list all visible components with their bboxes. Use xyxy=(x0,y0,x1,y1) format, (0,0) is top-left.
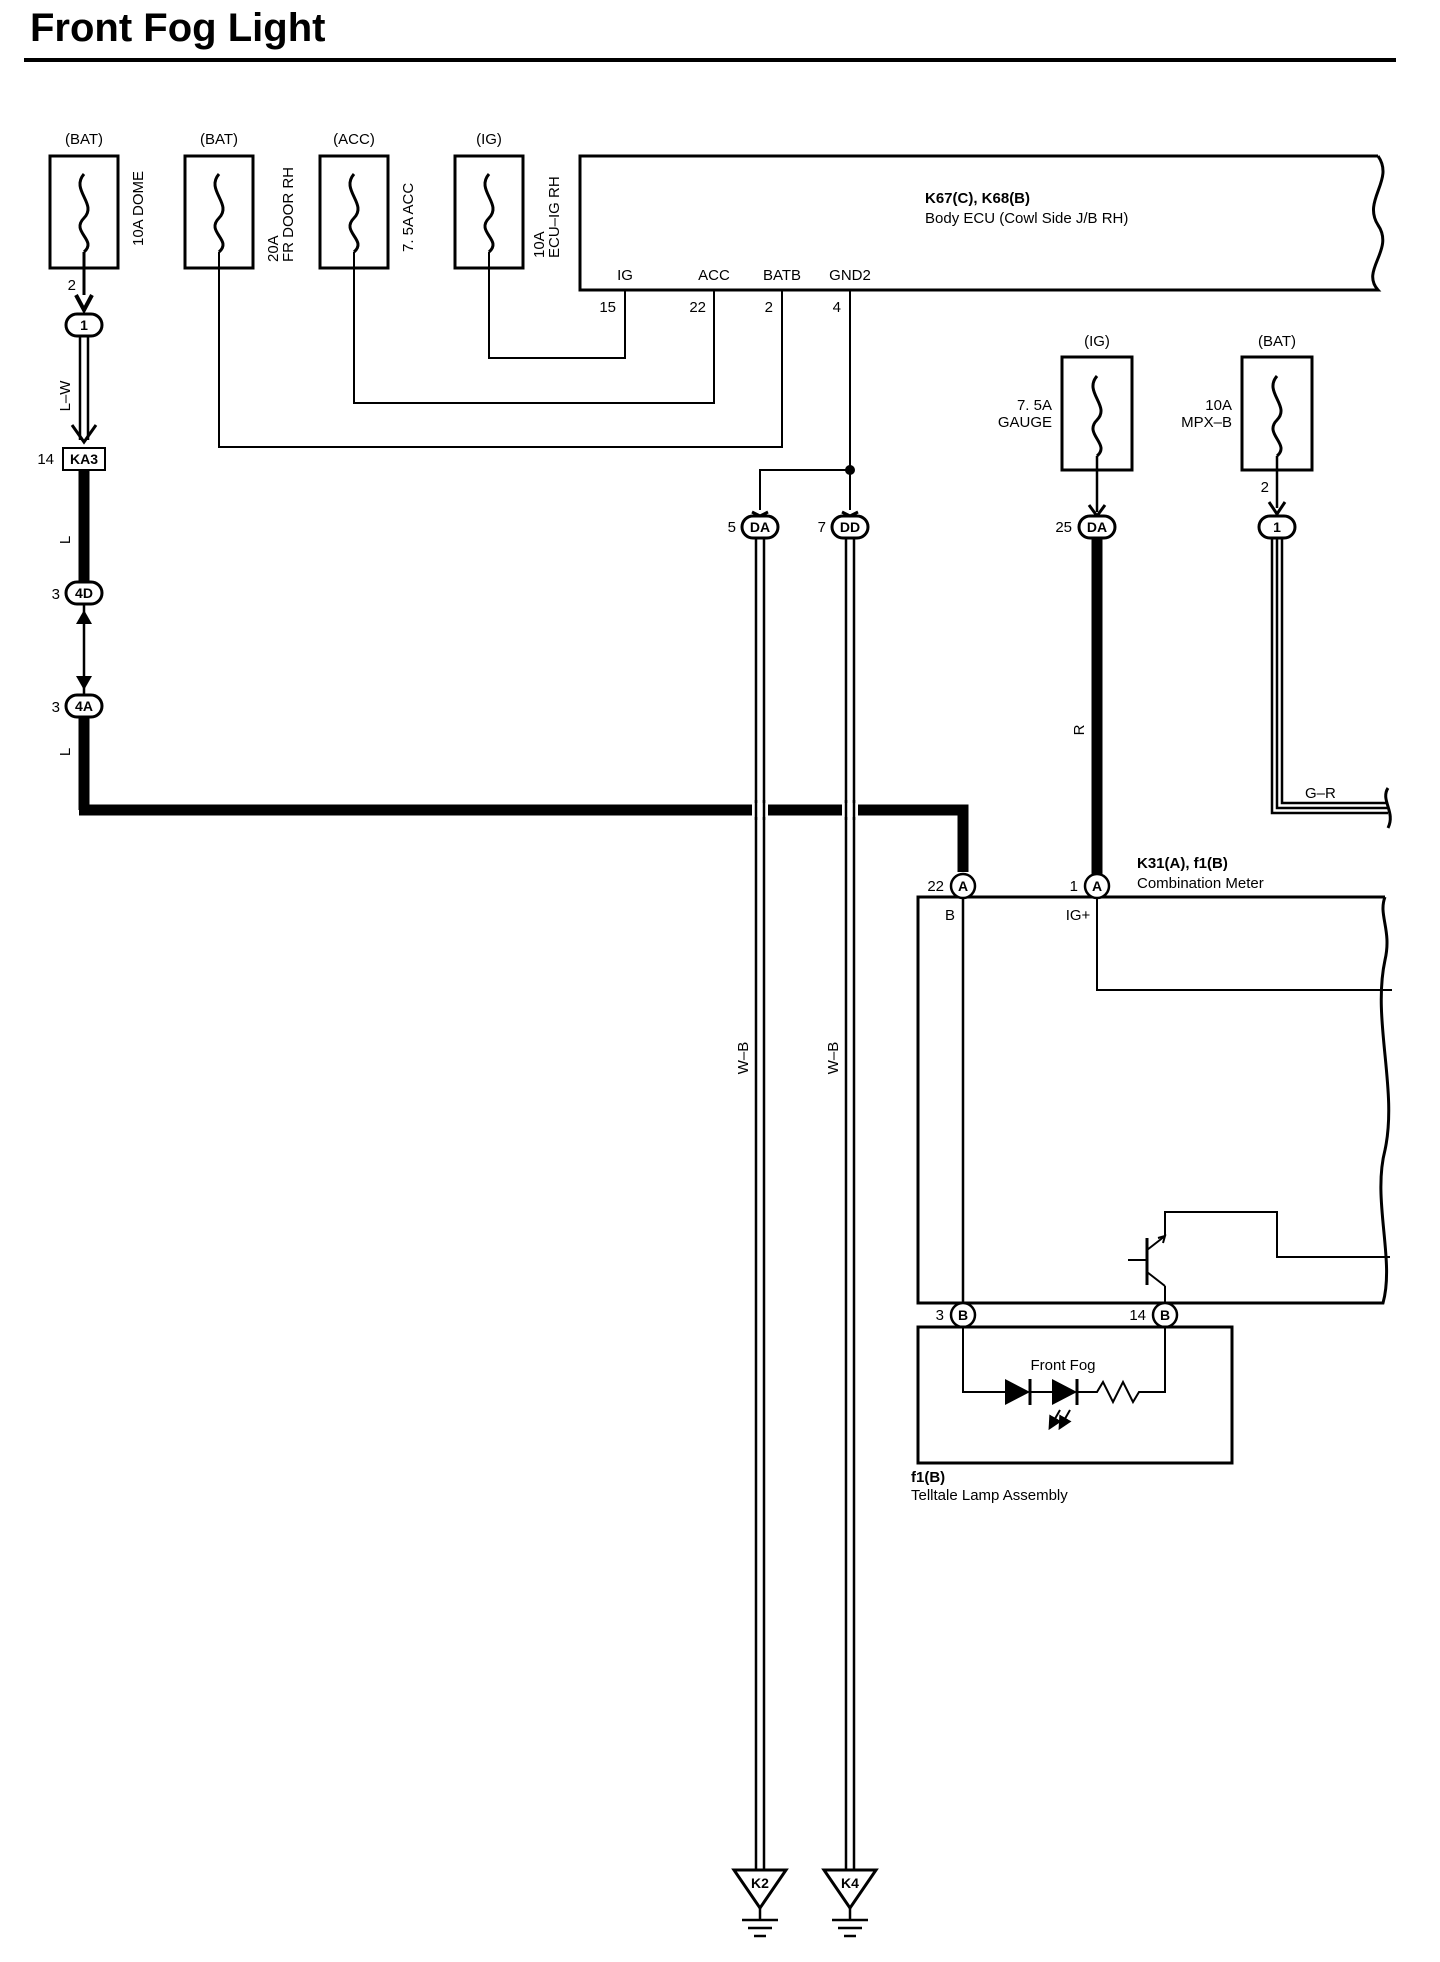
svg-text:1: 1 xyxy=(1273,519,1281,535)
indicator-label: Front Fog xyxy=(1030,1357,1095,1374)
ecu-pin-4: 4 xyxy=(833,299,841,316)
title-rule xyxy=(24,58,1396,62)
body-ecu-name: Body ECU (Cowl Side J/B RH) xyxy=(925,210,1128,227)
ecu-terminal-batb: BATB xyxy=(763,267,801,284)
page-title: Front Fog Light xyxy=(30,6,326,50)
fuse-rating-label: 20A xyxy=(265,235,282,262)
fuse-name-label: FR DOOR RH xyxy=(280,167,297,262)
wire-gr xyxy=(1270,538,1392,829)
fuse-rating-label: 10A DOME xyxy=(130,171,147,246)
wire-color-l-lower: L xyxy=(57,748,74,756)
fuse-rating-label: 10A xyxy=(531,231,548,258)
connector-1-right: 1 xyxy=(1257,514,1297,540)
svg-text:25: 25 xyxy=(1055,519,1072,536)
svg-text:B: B xyxy=(1160,1307,1170,1323)
svg-text:A: A xyxy=(958,878,968,894)
svg-text:14: 14 xyxy=(37,451,54,468)
telltale-name: Telltale Lamp Assembly xyxy=(911,1487,1068,1504)
fuse-rating-label: 7. 5A xyxy=(1017,397,1052,414)
wire-color-wb-2: W–B xyxy=(825,1042,842,1075)
svg-text:K2: K2 xyxy=(751,1875,769,1891)
fuse-source-label: (BAT) xyxy=(1258,333,1296,350)
fuse-source-label: (IG) xyxy=(476,131,502,148)
svg-text:4A: 4A xyxy=(75,698,93,714)
connector-da-5: 5 DA xyxy=(728,514,780,540)
combination-meter: K31(A), f1(B) Combination Meter B IG+ xyxy=(916,855,1392,1318)
svg-text:DD: DD xyxy=(840,519,860,535)
wire-color-gr: G–R xyxy=(1305,785,1336,802)
fuse-rating-label: 10A xyxy=(1205,397,1232,414)
fuse-source-label: (IG) xyxy=(1084,333,1110,350)
svg-text:5: 5 xyxy=(728,519,736,536)
ground-k4: K4 xyxy=(821,1868,879,1938)
svg-text:3: 3 xyxy=(936,1307,944,1324)
fuse-source-label: (BAT) xyxy=(200,131,238,148)
resistor-icon xyxy=(1077,1327,1166,1405)
telltale-code: f1(B) xyxy=(911,1469,945,1486)
svg-text:B: B xyxy=(958,1307,968,1323)
fuse-10a-ecu-ig-rh: (IG) 10A ECU–IG RH xyxy=(453,131,563,270)
ecu-pin-2: 2 xyxy=(765,299,773,316)
fuse-source-label: (BAT) xyxy=(65,131,103,148)
svg-text:DA: DA xyxy=(1087,519,1107,535)
connector-4a: 3 4A xyxy=(52,693,104,719)
body-ecu: K67(C), K68(B) Body ECU (Cowl Side J/B R… xyxy=(578,154,1385,316)
ground-k2: K2 xyxy=(731,1868,789,1938)
wire-color-lw: L–W xyxy=(57,380,74,412)
connector-1-left: 1 xyxy=(64,312,104,338)
fuse-7-5a-acc: (ACC) 7. 5A ACC xyxy=(318,131,417,270)
fuse-rating-label: 7. 5A ACC xyxy=(400,183,417,252)
connector-meter-a-22: 22 A xyxy=(927,872,977,900)
fuse-20a-fr-door-rh: (BAT) 20A FR DOOR RH xyxy=(183,131,297,270)
meter-terminal-ig: IG+ xyxy=(1066,907,1091,924)
ecu-terminal-ig: IG xyxy=(617,267,633,284)
fuse-name-label: ECU–IG RH xyxy=(546,176,563,258)
connector-lamp-b-14: 14 B xyxy=(1129,1301,1179,1329)
ecu-pin-15: 15 xyxy=(599,299,616,316)
svg-text:KA3: KA3 xyxy=(70,451,98,467)
ecu-terminal-acc: ACC xyxy=(698,267,730,284)
ecu-pin-22: 22 xyxy=(689,299,706,316)
svg-text:1: 1 xyxy=(1070,878,1078,895)
connector-dd-7: 7 DD xyxy=(818,514,870,540)
fuse-to-ecu-wires xyxy=(218,252,855,510)
connector-lamp-b-3: 3 B xyxy=(936,1301,977,1329)
connector-ka3: 14 KA3 xyxy=(37,447,106,471)
wire-color-wb-1: W–B xyxy=(735,1042,752,1075)
fuse-mpx-pin: 2 xyxy=(1261,479,1269,496)
connector-4d: 3 4D xyxy=(52,580,104,606)
fuse-name-label: MPX–B xyxy=(1181,414,1232,431)
connector-da-25: 25 DA xyxy=(1055,514,1117,540)
fuse-7-5a-gauge: (IG) 7. 5A GAUGE xyxy=(998,333,1134,472)
fuse-10a-mpx-b: (BAT) 10A MPX–B xyxy=(1181,333,1314,472)
meter-name: Combination Meter xyxy=(1137,875,1264,892)
svg-text:3: 3 xyxy=(52,586,60,603)
svg-text:4D: 4D xyxy=(75,585,93,601)
svg-text:22: 22 xyxy=(927,878,944,895)
svg-text:K4: K4 xyxy=(841,1875,859,1891)
ecu-terminal-gnd2: GND2 xyxy=(829,267,871,284)
connector-meter-a-1: 1 A xyxy=(1070,872,1111,900)
wb-ground-wires xyxy=(754,538,856,1880)
fuse-10a-dome: (BAT) 10A DOME xyxy=(48,131,147,270)
led-icon xyxy=(1052,1379,1077,1405)
telltale-lamp-assembly: Front Fog f1(B) Telltale Lamp Assembly xyxy=(911,1325,1234,1504)
meter-terminal-b: B xyxy=(945,907,955,924)
wire-color-r: R xyxy=(1071,724,1088,735)
body-ecu-codes: K67(C), K68(B) xyxy=(925,190,1030,207)
svg-text:3: 3 xyxy=(52,699,60,716)
meter-codes: K31(A), f1(B) xyxy=(1137,855,1228,872)
fuse-name-label: GAUGE xyxy=(998,414,1052,431)
fuse-source-label: (ACC) xyxy=(333,131,375,148)
svg-text:1: 1 xyxy=(80,317,88,333)
svg-text:7: 7 xyxy=(818,519,826,536)
wire-color-l-upper: L xyxy=(57,536,74,544)
svg-text:DA: DA xyxy=(750,519,770,535)
svg-text:14: 14 xyxy=(1129,1307,1146,1324)
svg-text:A: A xyxy=(1092,878,1102,894)
fuse-dome-pin: 2 xyxy=(68,277,76,294)
